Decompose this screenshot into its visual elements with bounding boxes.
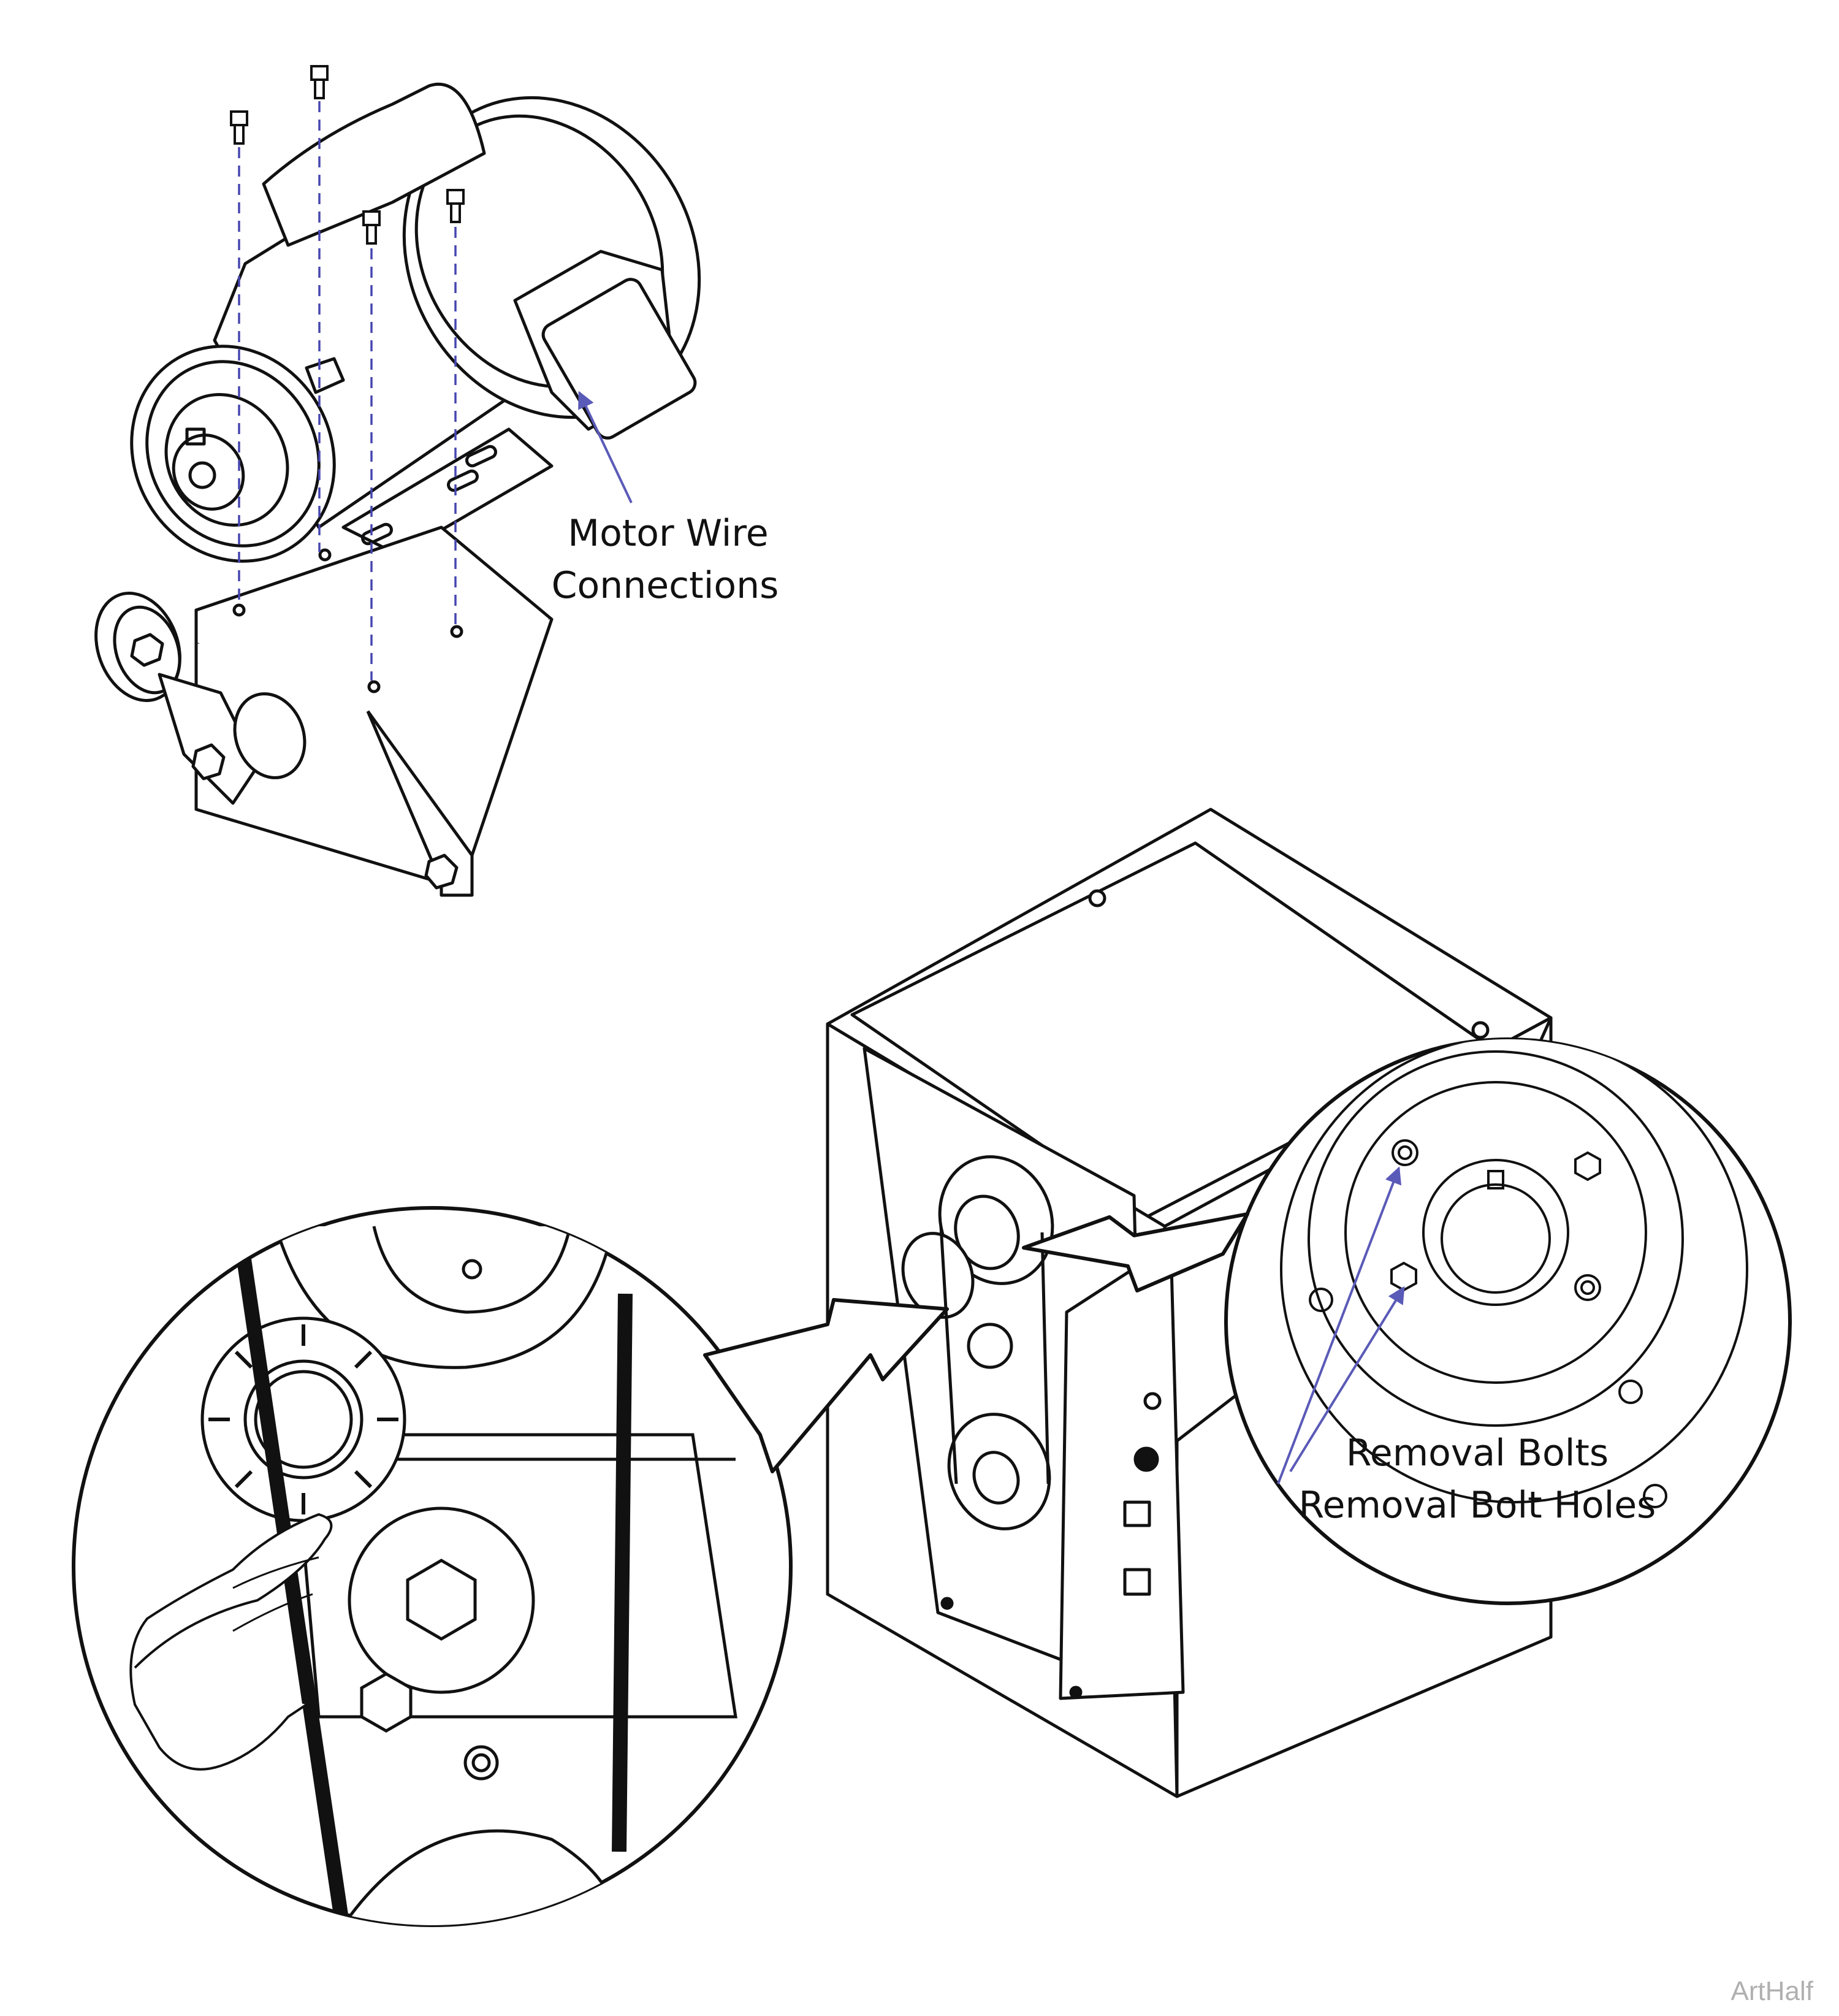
detail-removal-bolt-1: [1574, 1151, 1601, 1182]
detail-shaft: [1441, 1183, 1551, 1294]
bolt-4: [446, 189, 465, 223]
detail-belt-right: [612, 1293, 633, 1852]
watermark: ArtHalf: [1731, 1976, 1814, 2006]
motor-wire-label-line2: Connections: [552, 564, 779, 607]
mounting-bolts: [230, 65, 465, 681]
detail-hex-bolt: [406, 1559, 477, 1641]
detail-bolt-hole-2: [1574, 1274, 1601, 1301]
knob: [1133, 1446, 1159, 1472]
vent-grille: [1123, 1568, 1151, 1596]
cabinet-control-panel: [1059, 1243, 1185, 1700]
removal-bolt-holes-arrow: [1277, 1166, 1402, 1484]
detail-upper-motor-face: [274, 1226, 615, 1369]
tensioner-bolt-head: [191, 743, 226, 781]
motor-wire-label-line1: Motor Wire: [568, 512, 768, 555]
bolt-guide-lines: [238, 101, 457, 681]
motor-wire-arrow: [578, 391, 633, 503]
motor-wire-callout: Motor Wire Connections: [552, 391, 779, 607]
rocker-switch: [1123, 1500, 1151, 1527]
bolt-2: [310, 65, 329, 99]
cabinet-idler: [901, 1232, 975, 1319]
removal-bolts-arrow: [1289, 1286, 1405, 1473]
removal-bolts-label: Removal Bolts: [1346, 1432, 1609, 1475]
motor-mount-bracket: [94, 525, 554, 897]
detail-view-motor-face: [1224, 1037, 1792, 1605]
bracket-bolt-head: [424, 853, 459, 890]
bolt-3: [362, 210, 381, 245]
detail-hand: [129, 1513, 333, 1771]
detail-bolt-hole-1: [1392, 1139, 1418, 1166]
motor-hump: [262, 82, 486, 247]
detail-belt-left: [232, 1225, 351, 1925]
detail-pointer-right: [1022, 1212, 1249, 1292]
removal-bolt-holes-label: Removal Bolt Holes: [1299, 1484, 1656, 1527]
detail-flange-inner: [1344, 1081, 1647, 1384]
detail-pointer-left: [703, 1298, 949, 1473]
motor-foot-plate: [341, 427, 554, 557]
detail-view-belt: [72, 1206, 793, 1927]
cabinet-belt: [939, 1226, 1050, 1484]
bolt-1: [230, 110, 248, 145]
removal-bolts-callout: Removal Bolts Removal Bolt Holes: [1277, 1166, 1656, 1527]
tensioner-hub: [233, 692, 306, 779]
